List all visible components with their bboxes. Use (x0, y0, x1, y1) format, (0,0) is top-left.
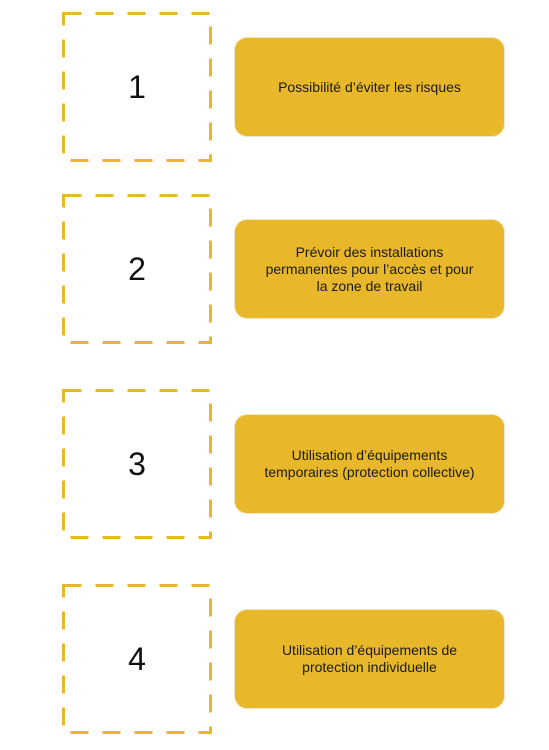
step-4-text: Utilisation d’équipements de protection … (281, 642, 458, 675)
step-2-text: Prévoir des installations permanentes po… (265, 243, 474, 294)
step-2-number-box: 2 (62, 194, 212, 344)
dashed-frame (62, 389, 212, 539)
step-4-number-box: 4 (62, 584, 212, 734)
step-2-measure-box: Prévoir des installations permanentes po… (235, 220, 504, 318)
dashed-frame (62, 584, 212, 734)
step-4-measure-box: Utilisation d’équipements de protection … (235, 610, 504, 708)
dashed-frame (62, 194, 212, 344)
step-3-number-box: 3 (62, 389, 212, 539)
step-1-number: 1 (128, 68, 146, 105)
step-2-number: 2 (128, 250, 146, 287)
step-1-number-box: 1 (62, 12, 212, 162)
dashed-frame (62, 12, 212, 162)
step-1-measure-box: Possibilité d’éviter les risques (235, 38, 504, 136)
step-3: 3 Utilisation d’équipements temporaires … (0, 389, 549, 539)
step-4: 4 Utilisation d’équipements de protectio… (0, 584, 549, 734)
step-3-text: Utilisation d’équipements temporaires (p… (264, 447, 475, 480)
step-1-text: Possibilité d’éviter les risques (278, 78, 461, 95)
step-3-number: 3 (128, 445, 146, 482)
step-1: 1 Possibilité d’éviter les risques (0, 12, 549, 162)
step-2: 2 Prévoir des installations permanentes … (0, 194, 549, 344)
step-3-measure-box: Utilisation d’équipements temporaires (p… (235, 415, 504, 513)
step-4-number: 4 (128, 640, 146, 677)
